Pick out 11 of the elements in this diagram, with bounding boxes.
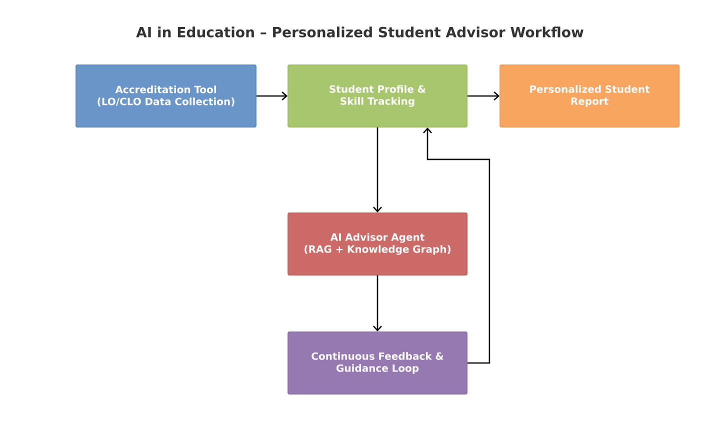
process-box: Student Profile & Skill Tracking (288, 64, 468, 128)
title: AI in Education – Personalized Student Advisor Workflow (136, 26, 584, 38)
process-box: Accreditation Tool (LO/CLO Data Collection) (76, 64, 256, 128)
arrow (373, 275, 382, 332)
process-box: Continuous Feedback & Guidance Loop (288, 332, 468, 394)
process-box: AI Advisor Agent (RAG + Knowledge Graph) (288, 212, 468, 276)
process-box: Personalized Student Report (500, 64, 680, 128)
arrow (423, 127, 490, 364)
arrow (467, 92, 500, 100)
arrow (373, 127, 382, 213)
arrow (256, 92, 288, 100)
